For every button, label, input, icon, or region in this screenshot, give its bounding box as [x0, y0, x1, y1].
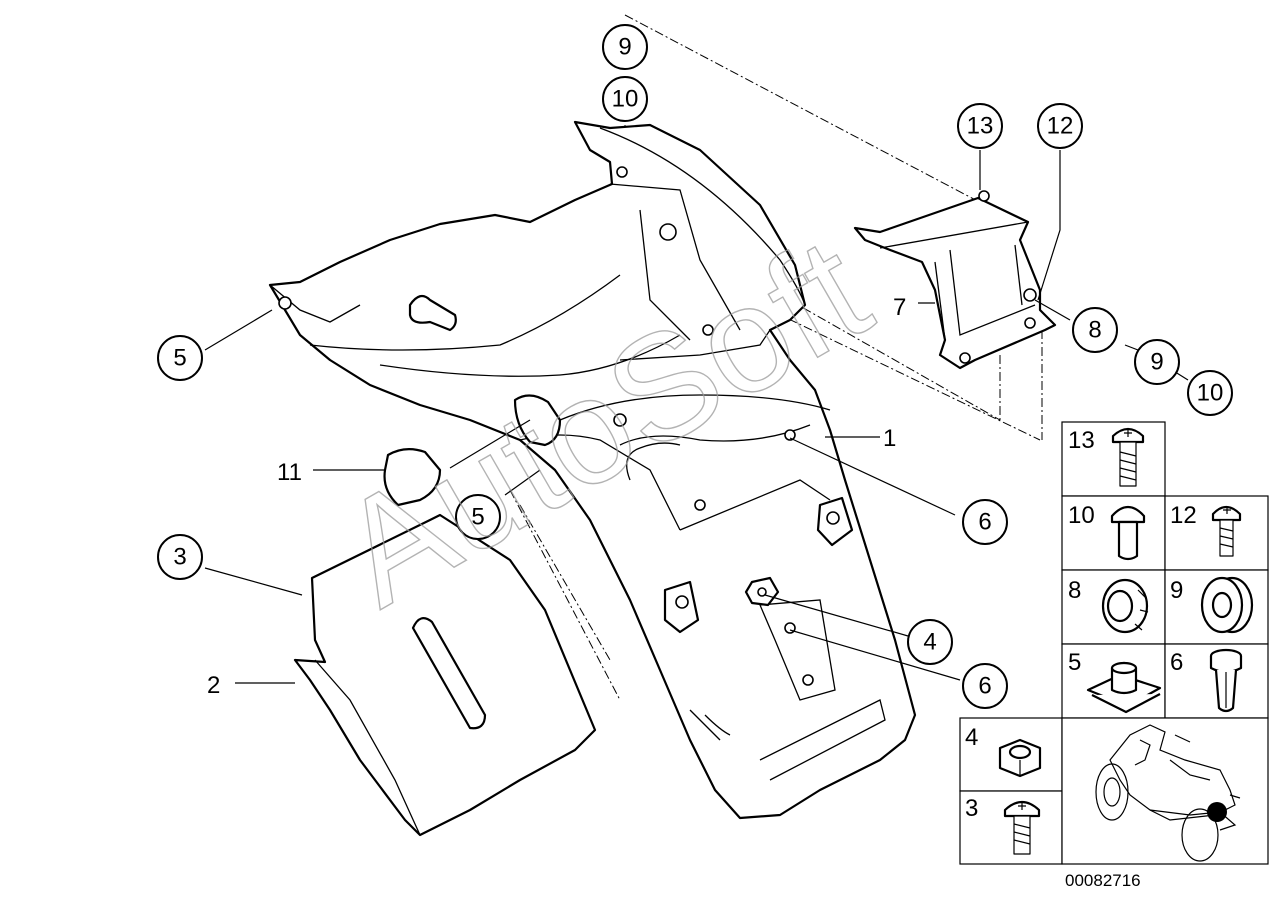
svg-text:6: 6 [978, 673, 991, 700]
location-marker [1207, 802, 1227, 822]
svg-text:4: 4 [923, 629, 936, 656]
svg-text:12: 12 [1047, 113, 1074, 140]
label-2: 2 [207, 672, 220, 699]
svg-text:5: 5 [1068, 649, 1081, 676]
svg-text:8: 8 [1088, 317, 1101, 344]
svg-text:9: 9 [1150, 349, 1163, 376]
legend-cell-5: 5 [1061, 643, 1166, 719]
legend-cell-4: 4 [959, 717, 1063, 792]
rubber-grommet-icon [1200, 576, 1254, 634]
svg-text:12: 12 [1170, 502, 1197, 529]
label-7: 7 [893, 294, 906, 321]
legend-cell-6: 6 [1164, 643, 1269, 719]
leader-lines [204, 150, 1189, 684]
legend-grid: 13 10 12 [959, 421, 1269, 865]
svg-text:5: 5 [471, 504, 484, 531]
callout-8: 8 [1072, 307, 1118, 353]
screw-icon [1111, 427, 1145, 487]
svg-text:6: 6 [1170, 649, 1183, 676]
splash-guard-part-2 [293, 513, 597, 837]
legend-cell-10: 10 [1061, 495, 1166, 571]
hex-nut-icon [998, 738, 1042, 778]
cap-part-11 [383, 394, 562, 507]
legend-cell-8: 8 [1061, 569, 1166, 645]
clip-nut-icon [1086, 661, 1162, 714]
label-11: 11 [277, 459, 302, 486]
grommet-icon [1101, 578, 1149, 634]
collar-screw-icon [1110, 505, 1146, 561]
callout-9-right: 9 [1134, 339, 1180, 385]
svg-text:10: 10 [612, 86, 639, 113]
motorcycle-rear-location-icon [1095, 724, 1241, 862]
svg-text:10: 10 [1197, 380, 1224, 407]
callout-13-top: 13 [957, 103, 1003, 149]
svg-text:9: 9 [1170, 577, 1183, 604]
callout-10-right: 10 [1187, 370, 1233, 416]
callout-3: 3 [157, 534, 203, 580]
callout-12-top: 12 [1037, 103, 1083, 149]
legend-cell-12: 12 [1164, 495, 1269, 571]
location-cell [1061, 717, 1269, 865]
svg-text:5: 5 [173, 345, 186, 372]
expanding-rivet-icon [1209, 648, 1243, 713]
legend-cell-13: 13 [1061, 421, 1166, 497]
svg-text:8: 8 [1068, 577, 1081, 604]
legend-cell-9: 9 [1164, 569, 1269, 645]
reference-number: 00082716 [1065, 871, 1141, 890]
svg-text:3: 3 [965, 795, 978, 822]
svg-text:10: 10 [1068, 502, 1095, 529]
callout-10-top: 10 [602, 76, 648, 122]
callout-5-mid: 5 [455, 494, 501, 540]
callout-9-top: 9 [602, 24, 648, 70]
nut-part-4-on-mudguard [744, 576, 780, 607]
svg-text:13: 13 [1068, 427, 1095, 454]
svg-text:13: 13 [967, 113, 994, 140]
svg-text:6: 6 [978, 509, 991, 536]
bracket-part-7 [853, 190, 1057, 370]
callout-6-upper: 6 [962, 499, 1008, 545]
screw-icon [1211, 505, 1242, 557]
callout-4: 4 [907, 619, 953, 665]
svg-text:9: 9 [618, 34, 631, 61]
rear-mudguard [268, 120, 917, 820]
svg-text:3: 3 [173, 544, 186, 571]
svg-text:4: 4 [965, 724, 978, 751]
callout-6-lower: 6 [962, 663, 1008, 709]
callout-5-left: 5 [157, 335, 203, 381]
legend-cell-3: 3 [959, 790, 1063, 865]
screw-icon [1003, 800, 1041, 855]
label-1: 1 [883, 425, 896, 452]
